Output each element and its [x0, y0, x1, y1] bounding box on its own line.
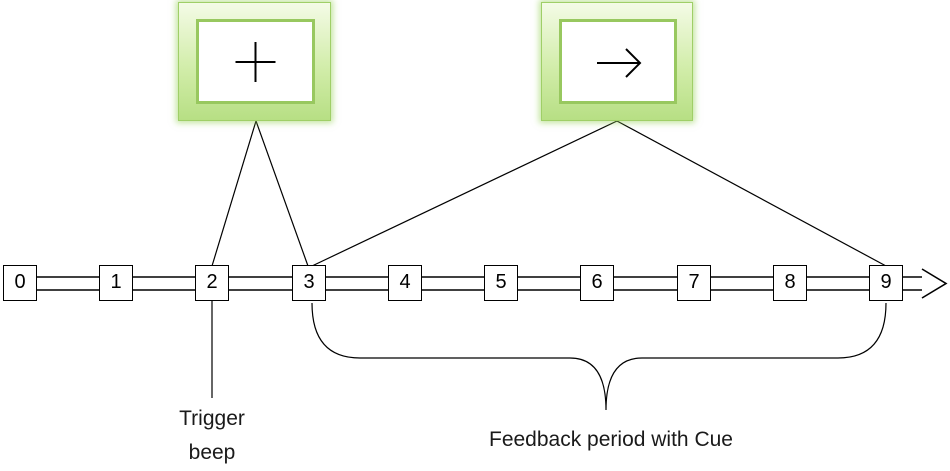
- tick-box-7: 7: [677, 265, 711, 301]
- timeline-arrow: [20, 268, 948, 299]
- tick-box-9: 9: [869, 265, 903, 301]
- tick-box-4: 4: [388, 265, 422, 301]
- tick-box-8: 8: [773, 265, 807, 301]
- cue-screen: [541, 2, 693, 121]
- fixation-screen: [178, 2, 331, 121]
- feedback-period-label: Feedback period with Cue: [489, 428, 733, 451]
- tick-box-2: 2: [195, 265, 229, 301]
- trigger-label-line2: beep: [188, 441, 236, 464]
- feedback-brace: [311, 302, 887, 411]
- cue-connectors: [311, 120, 887, 267]
- plus-icon: [235, 42, 276, 82]
- fixation-connectors: [211, 120, 309, 267]
- fixation-screen-display: [196, 19, 315, 104]
- tick-box-5: 5: [484, 265, 518, 301]
- right-arrow-icon: [597, 48, 642, 78]
- tick-box-0: 0: [3, 265, 37, 301]
- tick-box-6: 6: [580, 265, 614, 301]
- trigger-label-line1: Trigger: [179, 407, 245, 430]
- tick-box-1: 1: [99, 265, 133, 301]
- cue-screen-display: [559, 19, 677, 104]
- tick-box-3: 3: [292, 265, 326, 301]
